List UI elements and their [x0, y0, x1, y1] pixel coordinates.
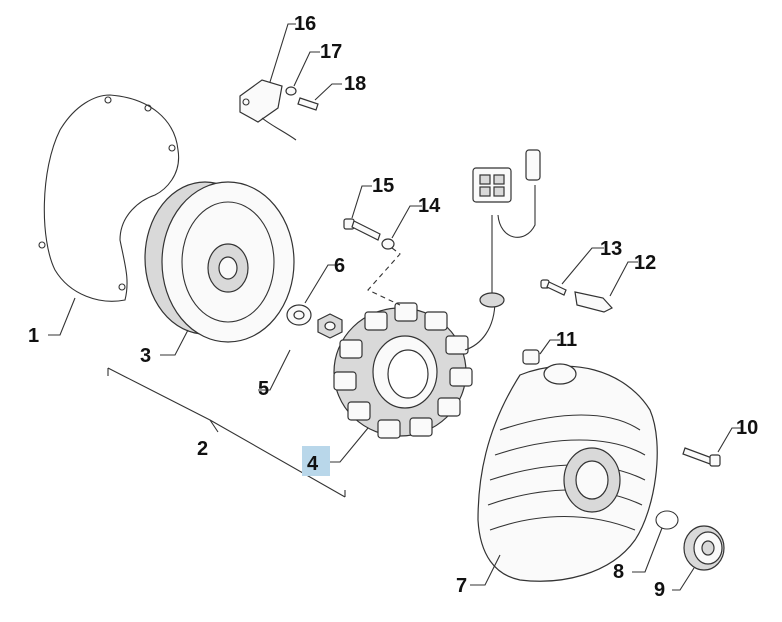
callout-5[interactable]: 5 [258, 378, 269, 400]
screw-18-part[interactable] [297, 97, 319, 111]
callout-11[interactable]: 11 [556, 329, 577, 351]
callout-7[interactable]: 7 [456, 575, 467, 597]
callout-9[interactable]: 9 [654, 579, 665, 601]
connector-plug-part[interactable] [472, 167, 512, 203]
screw-13-part[interactable] [540, 279, 567, 296]
leader-lines [48, 23, 742, 591]
callout-16[interactable]: 16 [294, 13, 316, 35]
sensor-part[interactable] [239, 79, 297, 141]
callout-17[interactable]: 17 [320, 41, 342, 63]
washer-part[interactable] [286, 304, 312, 326]
callout-8[interactable]: 8 [613, 561, 624, 583]
o-ring-part[interactable] [655, 510, 679, 530]
washer-14-part[interactable] [381, 238, 395, 250]
callout-18[interactable]: 18 [344, 73, 366, 95]
callout-12[interactable]: 12 [634, 252, 656, 274]
wire-harness [464, 185, 536, 351]
plug-part[interactable] [683, 525, 725, 571]
callout-13[interactable]: 13 [600, 238, 622, 260]
cable-clamp-part[interactable] [574, 291, 613, 313]
callout-6[interactable]: 6 [334, 255, 345, 277]
nut-part[interactable] [317, 313, 343, 339]
group-bracket [107, 367, 346, 498]
callout-4[interactable]: 4 [307, 453, 319, 475]
callout-3[interactable]: 3 [140, 345, 151, 367]
callout-4-highlight [302, 446, 330, 476]
bullet-connector-part[interactable] [525, 149, 541, 181]
washer-17-part[interactable] [285, 86, 297, 96]
bushing-part[interactable] [522, 349, 540, 365]
cover-part[interactable] [477, 363, 658, 582]
callout-15[interactable]: 15 [372, 175, 394, 197]
screw-10-part[interactable] [682, 447, 721, 467]
stator-part[interactable] [333, 302, 473, 439]
callout-10[interactable]: 10 [736, 417, 758, 439]
callout-1[interactable]: 1 [28, 325, 39, 347]
assembly-guide-line [367, 247, 401, 306]
callout-2[interactable]: 2 [197, 438, 208, 460]
gasket-part[interactable] [38, 94, 180, 302]
callout-14[interactable]: 14 [418, 195, 441, 217]
flywheel-rotor-part[interactable] [144, 181, 295, 343]
screw-15-part[interactable] [343, 218, 381, 241]
